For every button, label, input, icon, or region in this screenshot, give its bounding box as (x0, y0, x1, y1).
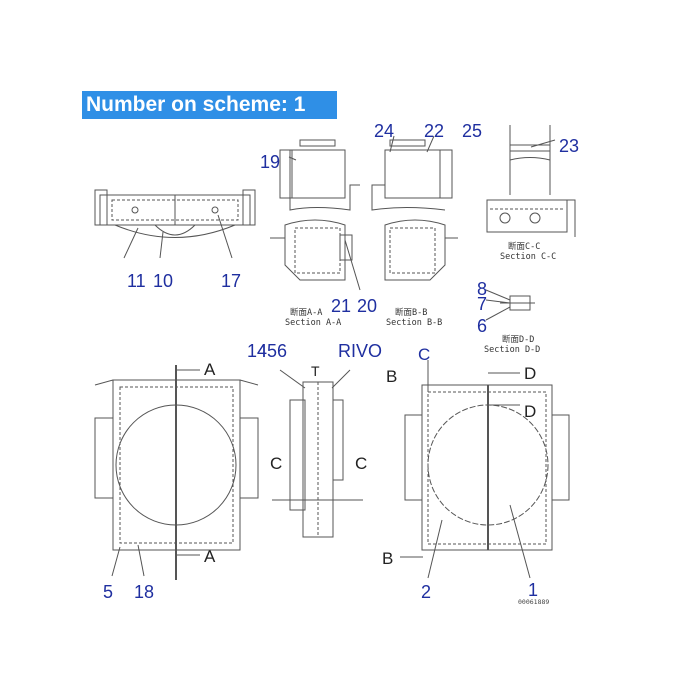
callout-11: 11 (127, 271, 146, 291)
callout-8: 8 (477, 279, 488, 299)
section-aa-lower-drawing (270, 219, 361, 291)
section-bb-lower-drawing (384, 219, 458, 281)
section-mark-c-left: C (270, 454, 283, 473)
caption-section-dd-en: Section D-D (484, 345, 541, 355)
callout-22: 22 (424, 121, 445, 141)
callout-20: 20 (357, 296, 378, 316)
callout-5-top: 5 (267, 341, 278, 361)
callout-17: 17 (221, 271, 242, 291)
front-view-left-drawing (94, 365, 259, 580)
caption-section-cc-en: Section C-C (500, 252, 557, 262)
callout-25: 25 (462, 121, 483, 141)
callout-top-middle: RIVO (338, 341, 383, 361)
section-mark-t: T (311, 363, 320, 379)
section-mark-b-top: B (386, 367, 398, 386)
callout-23: 23 (559, 136, 580, 156)
callout-4: 4 (257, 341, 268, 361)
section-mark-c-right: C (355, 454, 368, 473)
front-view-right-drawing (400, 360, 570, 579)
caption-section-aa-jp: 断面A-A (290, 308, 323, 318)
caption-section-dd-jp: 断面D-D (502, 335, 535, 345)
callout-1: 1 (528, 580, 539, 600)
callout-2: 2 (421, 582, 432, 602)
section-aa-upper-drawing (279, 139, 360, 211)
section-mark-a-bottom: A (204, 547, 216, 566)
caption-section-bb-jp: 断面B-B (395, 308, 428, 318)
callout-14: 14 (247, 341, 268, 361)
callout-10: 10 (153, 271, 174, 291)
section-mark-b-bottom: B (382, 549, 394, 568)
side-view-drawing (272, 369, 363, 538)
top-view-drawing (94, 189, 256, 259)
callout-5: 5 (103, 582, 114, 602)
drawing-part-number: 00061889 (518, 598, 550, 606)
callout-6: 6 (477, 316, 488, 336)
callout-24: 24 (374, 121, 395, 141)
section-mark-c-top: C (418, 345, 431, 364)
section-mark-d-mid: D (524, 402, 537, 421)
callout-6-top: 6 (277, 341, 288, 361)
callout-21: 21 (331, 296, 352, 316)
section-cc-drawing (486, 125, 576, 237)
section-mark-a-top: A (204, 360, 216, 379)
callout-19: 19 (260, 152, 281, 172)
section-mark-d-top: D (524, 364, 537, 383)
caption-section-aa-en: Section A-A (285, 318, 342, 328)
callout-7: 7 (477, 294, 488, 314)
caption-section-bb-en: Section B-B (386, 318, 443, 328)
section-bb-upper-drawing (371, 135, 453, 211)
section-dd-drawing (485, 289, 535, 321)
scheme-number-banner: Number on scheme: 1 (82, 91, 337, 119)
callout-18: 18 (134, 582, 155, 602)
caption-section-cc-jp: 断面C-C (508, 242, 541, 252)
